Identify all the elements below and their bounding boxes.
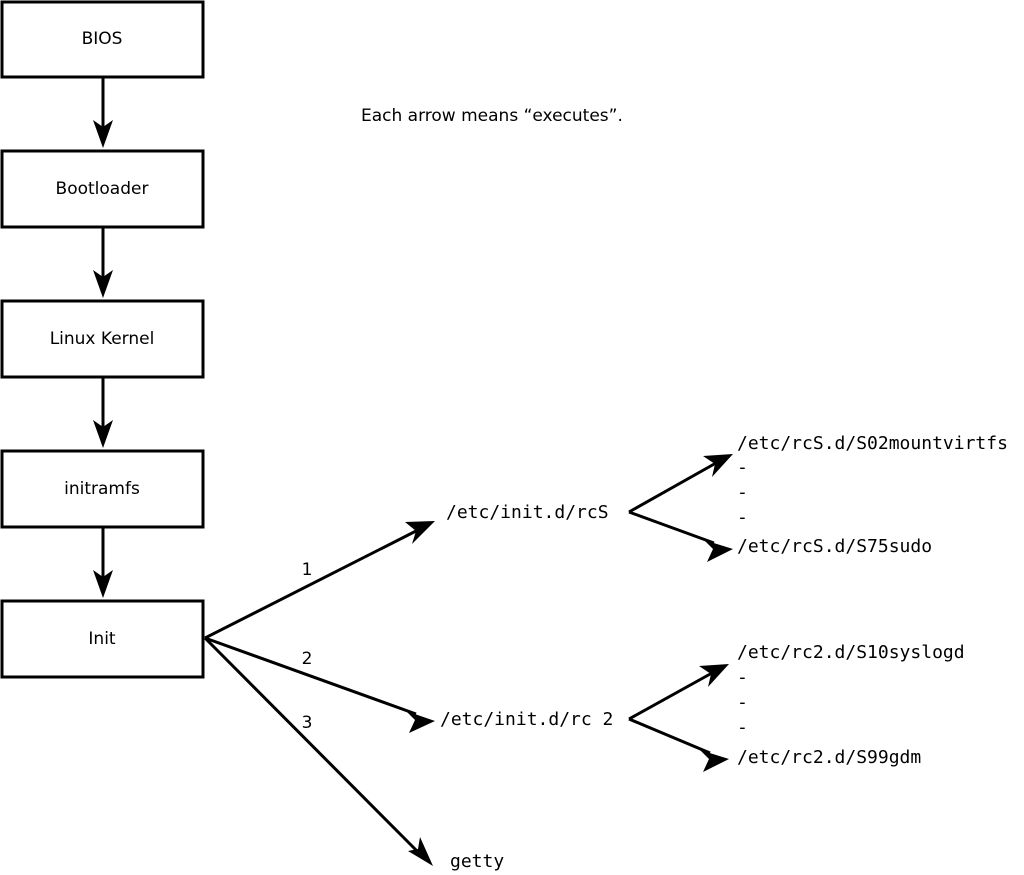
init-branch-labels: /etc/init.d/rcS /etc/init.d/rc 2 getty — [440, 502, 613, 872]
arrow-init-to-getty — [203, 636, 433, 866]
arrow-init-to-rcs — [204, 521, 435, 640]
init-fanout-arrows: 1 2 3 — [203, 521, 435, 866]
arrow-rc2-to-first-script — [628, 664, 729, 721]
arrow-kernel-to-initramfs — [93, 377, 113, 448]
node-initramfs-box[interactable] — [0, 449, 205, 529]
rc2-fanout-group: /etc/rc2.d/S10syslogd - - - /etc/rc2.d/S… — [628, 642, 965, 772]
rc2-ellipsis-dash-3: - — [737, 717, 748, 738]
node-init-label: Init — [88, 629, 116, 649]
node-bootloader[interactable]: Bootloader — [0, 149, 205, 229]
label-init-d-rc2[interactable]: /etc/init.d/rc 2 — [440, 709, 613, 730]
rcs-fanout-group: /etc/rcS.d/S02mountvirtfs - - - /etc/rcS… — [628, 433, 1008, 562]
arrow-bios-to-bootloader — [93, 77, 113, 148]
node-bios[interactable]: BIOS — [0, 0, 205, 79]
arrow-bootloader-to-kernel — [93, 227, 113, 298]
boot-chain-group: BIOS Bootloader Linux Kernel initramfs I… — [0, 0, 205, 679]
legend-note: Each arrow means “executes”. — [361, 106, 623, 126]
node-linux-kernel[interactable]: Linux Kernel — [0, 299, 205, 379]
boot-chain-arrows — [93, 77, 113, 598]
rc2-ellipsis-dash-2: - — [737, 692, 748, 713]
node-linux-kernel-label: Linux Kernel — [50, 329, 155, 349]
rc2-ellipsis-dash-1: - — [737, 667, 748, 688]
arrow-rcs-to-last-script — [628, 510, 733, 562]
label-rcs-first-script[interactable]: /etc/rcS.d/S02mountvirtfs — [737, 433, 1008, 454]
label-init-d-rcs[interactable]: /etc/init.d/rcS — [446, 502, 609, 523]
arrow-rcs-to-first-script — [628, 454, 733, 514]
node-bootloader-label: Bootloader — [56, 179, 149, 199]
arrow-initramfs-to-init — [93, 527, 113, 598]
edge-number-1: 1 — [302, 560, 313, 580]
node-init-box[interactable] — [0, 599, 205, 679]
label-getty[interactable]: getty — [450, 851, 504, 872]
node-init[interactable]: Init — [0, 599, 205, 679]
rcs-ellipsis-dash-2: - — [737, 482, 748, 503]
node-linux-kernel-box[interactable] — [0, 299, 205, 379]
node-bios-label: BIOS — [82, 29, 123, 49]
rcs-ellipsis-dash-3: - — [737, 507, 748, 528]
label-rcs-last-script[interactable]: /etc/rcS.d/S75sudo — [737, 536, 932, 557]
edge-number-3: 3 — [302, 713, 313, 733]
arrow-init-to-rc2 — [204, 636, 435, 733]
label-rc2-last-script[interactable]: /etc/rc2.d/S99gdm — [737, 747, 921, 768]
node-initramfs[interactable]: initramfs — [0, 449, 205, 529]
label-rc2-first-script[interactable]: /etc/rc2.d/S10syslogd — [737, 642, 965, 663]
arrow-rc2-to-last-script — [628, 717, 729, 772]
node-bios-box[interactable] — [0, 0, 205, 79]
node-initramfs-label: initramfs — [64, 479, 140, 499]
edge-number-2: 2 — [302, 649, 313, 669]
rcs-ellipsis-dash-1: - — [737, 457, 748, 478]
